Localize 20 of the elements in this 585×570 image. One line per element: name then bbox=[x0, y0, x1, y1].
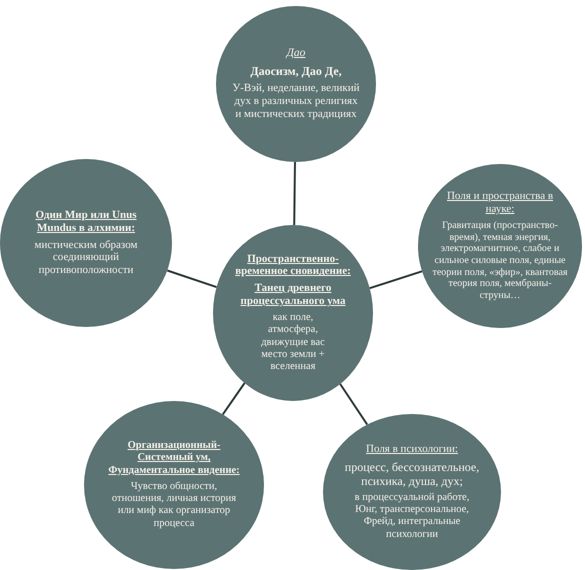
circle-description: У-Вэй, неделание, великий дух в различных религиях и мистических традициях bbox=[232, 82, 360, 122]
circle-heading: Поля и пространства в науке: bbox=[446, 190, 554, 216]
connector-line bbox=[369, 270, 422, 290]
circle-subheading: Танец древнего процессуального ума bbox=[240, 282, 346, 308]
circle-description: Гравитация (пространство-время), темная энергия, электромагнитное, слабое и сильное силовые поля, единые теории поля, «эфир», квантовая теория поля, мембраны-струны… bbox=[432, 220, 568, 302]
circle-description: как поле, атмосфера, движущие вас место земли + вселенная bbox=[260, 312, 326, 374]
circle-heading: Один Мир или Unus Mundus в алхимии: bbox=[34, 208, 138, 235]
circle-heading: Организационный-Системный ум, Фундаментальное видение: bbox=[107, 440, 241, 477]
circle-heading: Поля в психологии: bbox=[365, 442, 459, 456]
circle-description: мистическим образом соединяющий противоположности bbox=[34, 238, 138, 278]
connector-line bbox=[166, 270, 217, 288]
circle-description: Чувство общности, отношения, личная история или миф как организатор процесса bbox=[110, 480, 238, 530]
connector-line bbox=[293, 162, 296, 226]
connector-line bbox=[222, 382, 246, 415]
circle-heading: Пространственно-временное сновидение: bbox=[234, 252, 352, 278]
circle-description: в процессуальной работе, Юнг, трансперсональное, Фрейд, интегральные психологии bbox=[354, 492, 470, 542]
circle-subheading: Даосизм, Дао Де, bbox=[249, 64, 343, 78]
connector-line bbox=[339, 383, 368, 426]
circle-subheading: процесс, бессознательное, психика, душа, дух; bbox=[344, 460, 480, 488]
circle-heading: Дао bbox=[284, 46, 306, 60]
